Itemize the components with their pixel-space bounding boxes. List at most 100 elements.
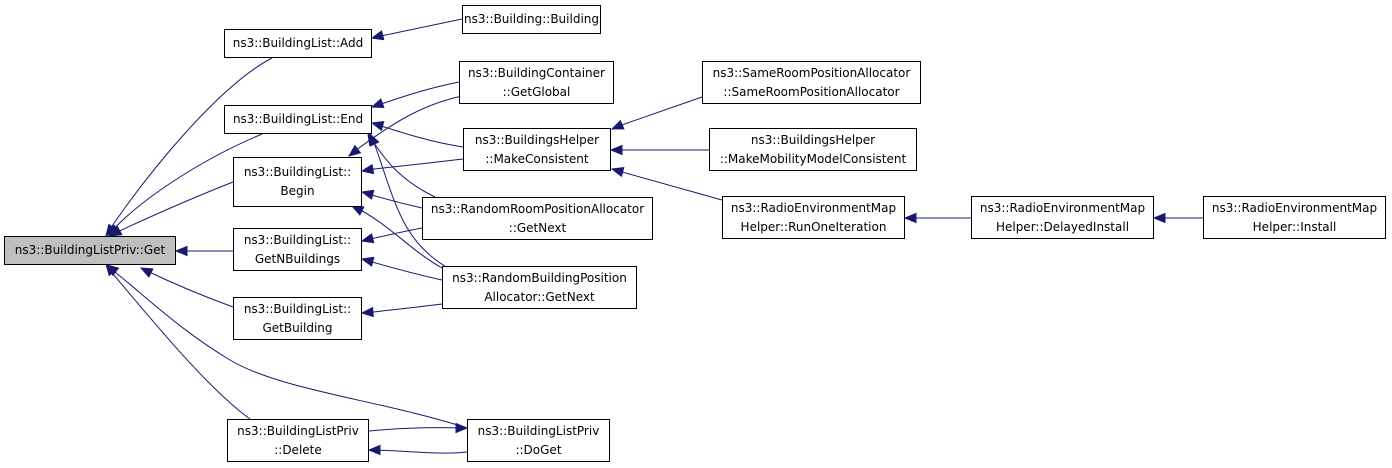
node-buildinglistpriv-doget[interactable]: ns3::BuildingListPriv ::DoGet — [467, 419, 610, 462]
node-label-line: ns3::RadioEnvironmentMap — [979, 200, 1146, 215]
node-label-line: ::MakeConsistent — [485, 151, 589, 166]
node-label-line: Begin — [280, 184, 315, 198]
node-label-line: ns3::RadioEnvironmentMap — [730, 200, 897, 215]
node-label-line: ns3::BuildingListPriv — [237, 423, 359, 438]
node-label-line: ns3::RandomRoomPositionAllocator — [430, 201, 645, 216]
edge-randomroom-to-getnbuildings-arrowhead — [360, 233, 375, 244]
node-buildinglistpriv-delete[interactable]: ns3::BuildingListPriv ::Delete — [227, 419, 369, 462]
edge-makeconsistent-to-begin — [360, 158, 464, 175]
edge-getglobal-to-begin — [347, 95, 463, 157]
edge-getbuilding-to-get-arrowhead — [139, 267, 154, 278]
node-buildingshelper-makemobilitymodelconsistent[interactable]: ns3::BuildingsHelper ::MakeMobilityModel… — [709, 128, 917, 171]
node-sameroompositionallocator[interactable]: ns3::SameRoomPositionAllocator ::SameRoo… — [702, 61, 921, 104]
node-label-line: ns3::Building::Building — [463, 12, 600, 26]
node-label-line: Allocator::GetNext — [484, 289, 595, 304]
edge-randomroom-to-begin-line — [364, 192, 423, 209]
edge-getnbuildings-to-get — [174, 245, 233, 257]
edge-getglobal-to-end-arrowhead — [370, 98, 385, 108]
edge-getglobal-to-begin-arrowhead — [347, 144, 362, 157]
edge-randombuilding-to-getbuilding — [360, 303, 443, 318]
node-buildinglist-getbuilding[interactable]: ns3::BuildingList:: GetBuilding — [233, 297, 362, 340]
edge-reminstall-to-remdelayed — [1152, 212, 1203, 224]
edge-getnbuildings-to-get-arrowhead — [174, 245, 188, 257]
edge-sameroom-to-makeconsistent-line — [615, 96, 703, 128]
edge-remdelayed-to-remrun-arrowhead — [903, 212, 917, 224]
node-buildinglist-getnbuildings[interactable]: ns3::BuildingList:: GetNBuildings — [233, 228, 362, 271]
edge-add-to-get-line — [107, 57, 273, 233]
node-label-line: GetBuilding — [262, 320, 333, 335]
edge-doget-to-delete-line — [372, 449, 468, 454]
node-label-line: ns3::RadioEnvironmentMap — [1211, 200, 1378, 215]
edge-sameroom-to-makeconsistent-arrowhead — [610, 119, 625, 130]
node-label-line: Helper::Install — [1252, 219, 1337, 234]
node-label-line: ns3::BuildingListPriv::Get — [14, 243, 166, 257]
edge-building-to-add — [370, 18, 463, 41]
edge-building-to-add-line — [375, 18, 463, 38]
edge-randombuilding-to-getnbuildings — [360, 256, 443, 281]
edge-add-to-get — [105, 57, 273, 238]
node-radioenvironmentmaphelper-install[interactable]: ns3::RadioEnvironmentMap Helper::Install — [1203, 196, 1386, 239]
node-buildingshelper-makeconsistent[interactable]: ns3::BuildingsHelper ::MakeConsistent — [463, 128, 611, 171]
node-label-line: ns3::BuildingList:: — [243, 301, 352, 316]
edge-doget-to-get-line — [109, 267, 468, 429]
node-building-building[interactable]: ns3::Building::Building — [462, 5, 601, 34]
node-radioenvironmentmaphelper-runoneiteration[interactable]: ns3::RadioEnvironmentMap Helper::RunOneI… — [722, 196, 905, 239]
edge-randomroom-to-getnbuildings — [360, 227, 423, 244]
edge-randombuilding-to-getnbuildings-arrowhead — [360, 256, 375, 267]
edge-getglobal-to-end — [370, 81, 460, 108]
edge-begin-to-get-line — [112, 181, 234, 235]
edge-randomroom-to-begin-arrowhead — [360, 189, 375, 200]
edge-delete-to-doget — [368, 422, 469, 434]
node-buildinglistpriv-get: ns3::BuildingListPriv::Get — [4, 236, 176, 265]
node-label-line: ns3::BuildingList::End — [232, 112, 364, 126]
edge-mobility-to-makeconsistent-arrowhead — [609, 144, 623, 156]
edge-getglobal-to-begin-line — [351, 95, 463, 154]
node-label-line: ns3::RandomBuildingPosition — [452, 270, 627, 285]
edge-sameroom-to-makeconsistent — [610, 96, 703, 130]
node-label-line: ::SameRoomPositionAllocator — [723, 84, 900, 99]
edge-delete-to-get-line — [107, 267, 251, 420]
edge-getglobal-to-end-line — [374, 81, 460, 107]
edge-randombuilding-to-begin-line — [354, 206, 443, 269]
node-buildinglist-add[interactable]: ns3::BuildingList::Add — [224, 29, 372, 58]
node-buildinglist-begin[interactable]: ns3::BuildingList:: Begin — [233, 157, 362, 207]
node-label-line: ns3::SameRoomPositionAllocator — [712, 65, 911, 80]
edge-remrun-to-makeconsistent-arrowhead — [610, 166, 625, 178]
edge-building-to-add-arrowhead — [370, 30, 385, 41]
edge-randomroom-to-end-line — [369, 136, 436, 198]
edge-begin-to-get — [108, 181, 234, 237]
node-label-line: ns3::BuildingList::Add — [232, 36, 364, 50]
edge-randombuilding-to-end-arrowhead — [369, 132, 380, 147]
edge-randombuilding-to-getbuilding-arrowhead — [360, 306, 374, 318]
node-buildinglist-end[interactable]: ns3::BuildingList::End — [224, 105, 372, 134]
node-label-line: ::DoGet — [515, 442, 562, 457]
edge-randombuilding-to-begin-arrowhead — [350, 205, 365, 216]
node-buildingcontainer-getglobal[interactable]: ns3::BuildingContainer ::GetGlobal — [459, 61, 614, 104]
node-label-line: GetNBuildings — [254, 251, 341, 266]
edge-randombuilding-to-getnbuildings-line — [364, 259, 443, 281]
edge-makeconsistent-to-end — [370, 120, 464, 148]
node-label-line: ns3::BuildingListPriv — [477, 423, 600, 438]
edge-delete-to-doget-line — [368, 427, 464, 432]
node-label-line: ::GetNext — [508, 220, 567, 235]
edge-makeconsistent-to-end-arrowhead — [370, 120, 385, 132]
edge-getbuilding-to-get — [139, 267, 234, 308]
edge-reminstall-to-remdelayed-arrowhead — [1152, 212, 1166, 224]
node-randombuildingpositionallocator-getnext[interactable]: ns3::RandomBuildingPosition Allocator::G… — [442, 266, 637, 309]
edge-end-to-get-line — [110, 133, 263, 233]
node-label-line: ns3::BuildingList:: — [243, 232, 352, 247]
edge-doget-to-delete — [367, 444, 468, 456]
edge-makeconsistent-to-begin-arrowhead — [360, 163, 375, 175]
node-label-line: ns3::BuildingList:: — [243, 165, 352, 179]
edge-remrun-to-makeconsistent — [610, 166, 723, 201]
node-label-line: ns3::BuildingsHelper — [750, 132, 876, 147]
edge-delete-to-doget-arrowhead — [455, 422, 469, 434]
node-label-line: ::GetGlobal — [502, 84, 571, 99]
edge-doget-to-get — [105, 264, 468, 429]
node-label-line: Helper::DelayedInstall — [995, 219, 1130, 234]
node-randomroompositionallocator-getnext[interactable]: ns3::RandomRoomPositionAllocator ::GetNe… — [422, 197, 653, 240]
edge-delete-to-get — [105, 262, 251, 420]
edge-makeconsistent-to-begin-line — [364, 158, 464, 171]
node-radioenvironmentmaphelper-delayedinstall[interactable]: ns3::RadioEnvironmentMap Helper::Delayed… — [971, 196, 1154, 239]
